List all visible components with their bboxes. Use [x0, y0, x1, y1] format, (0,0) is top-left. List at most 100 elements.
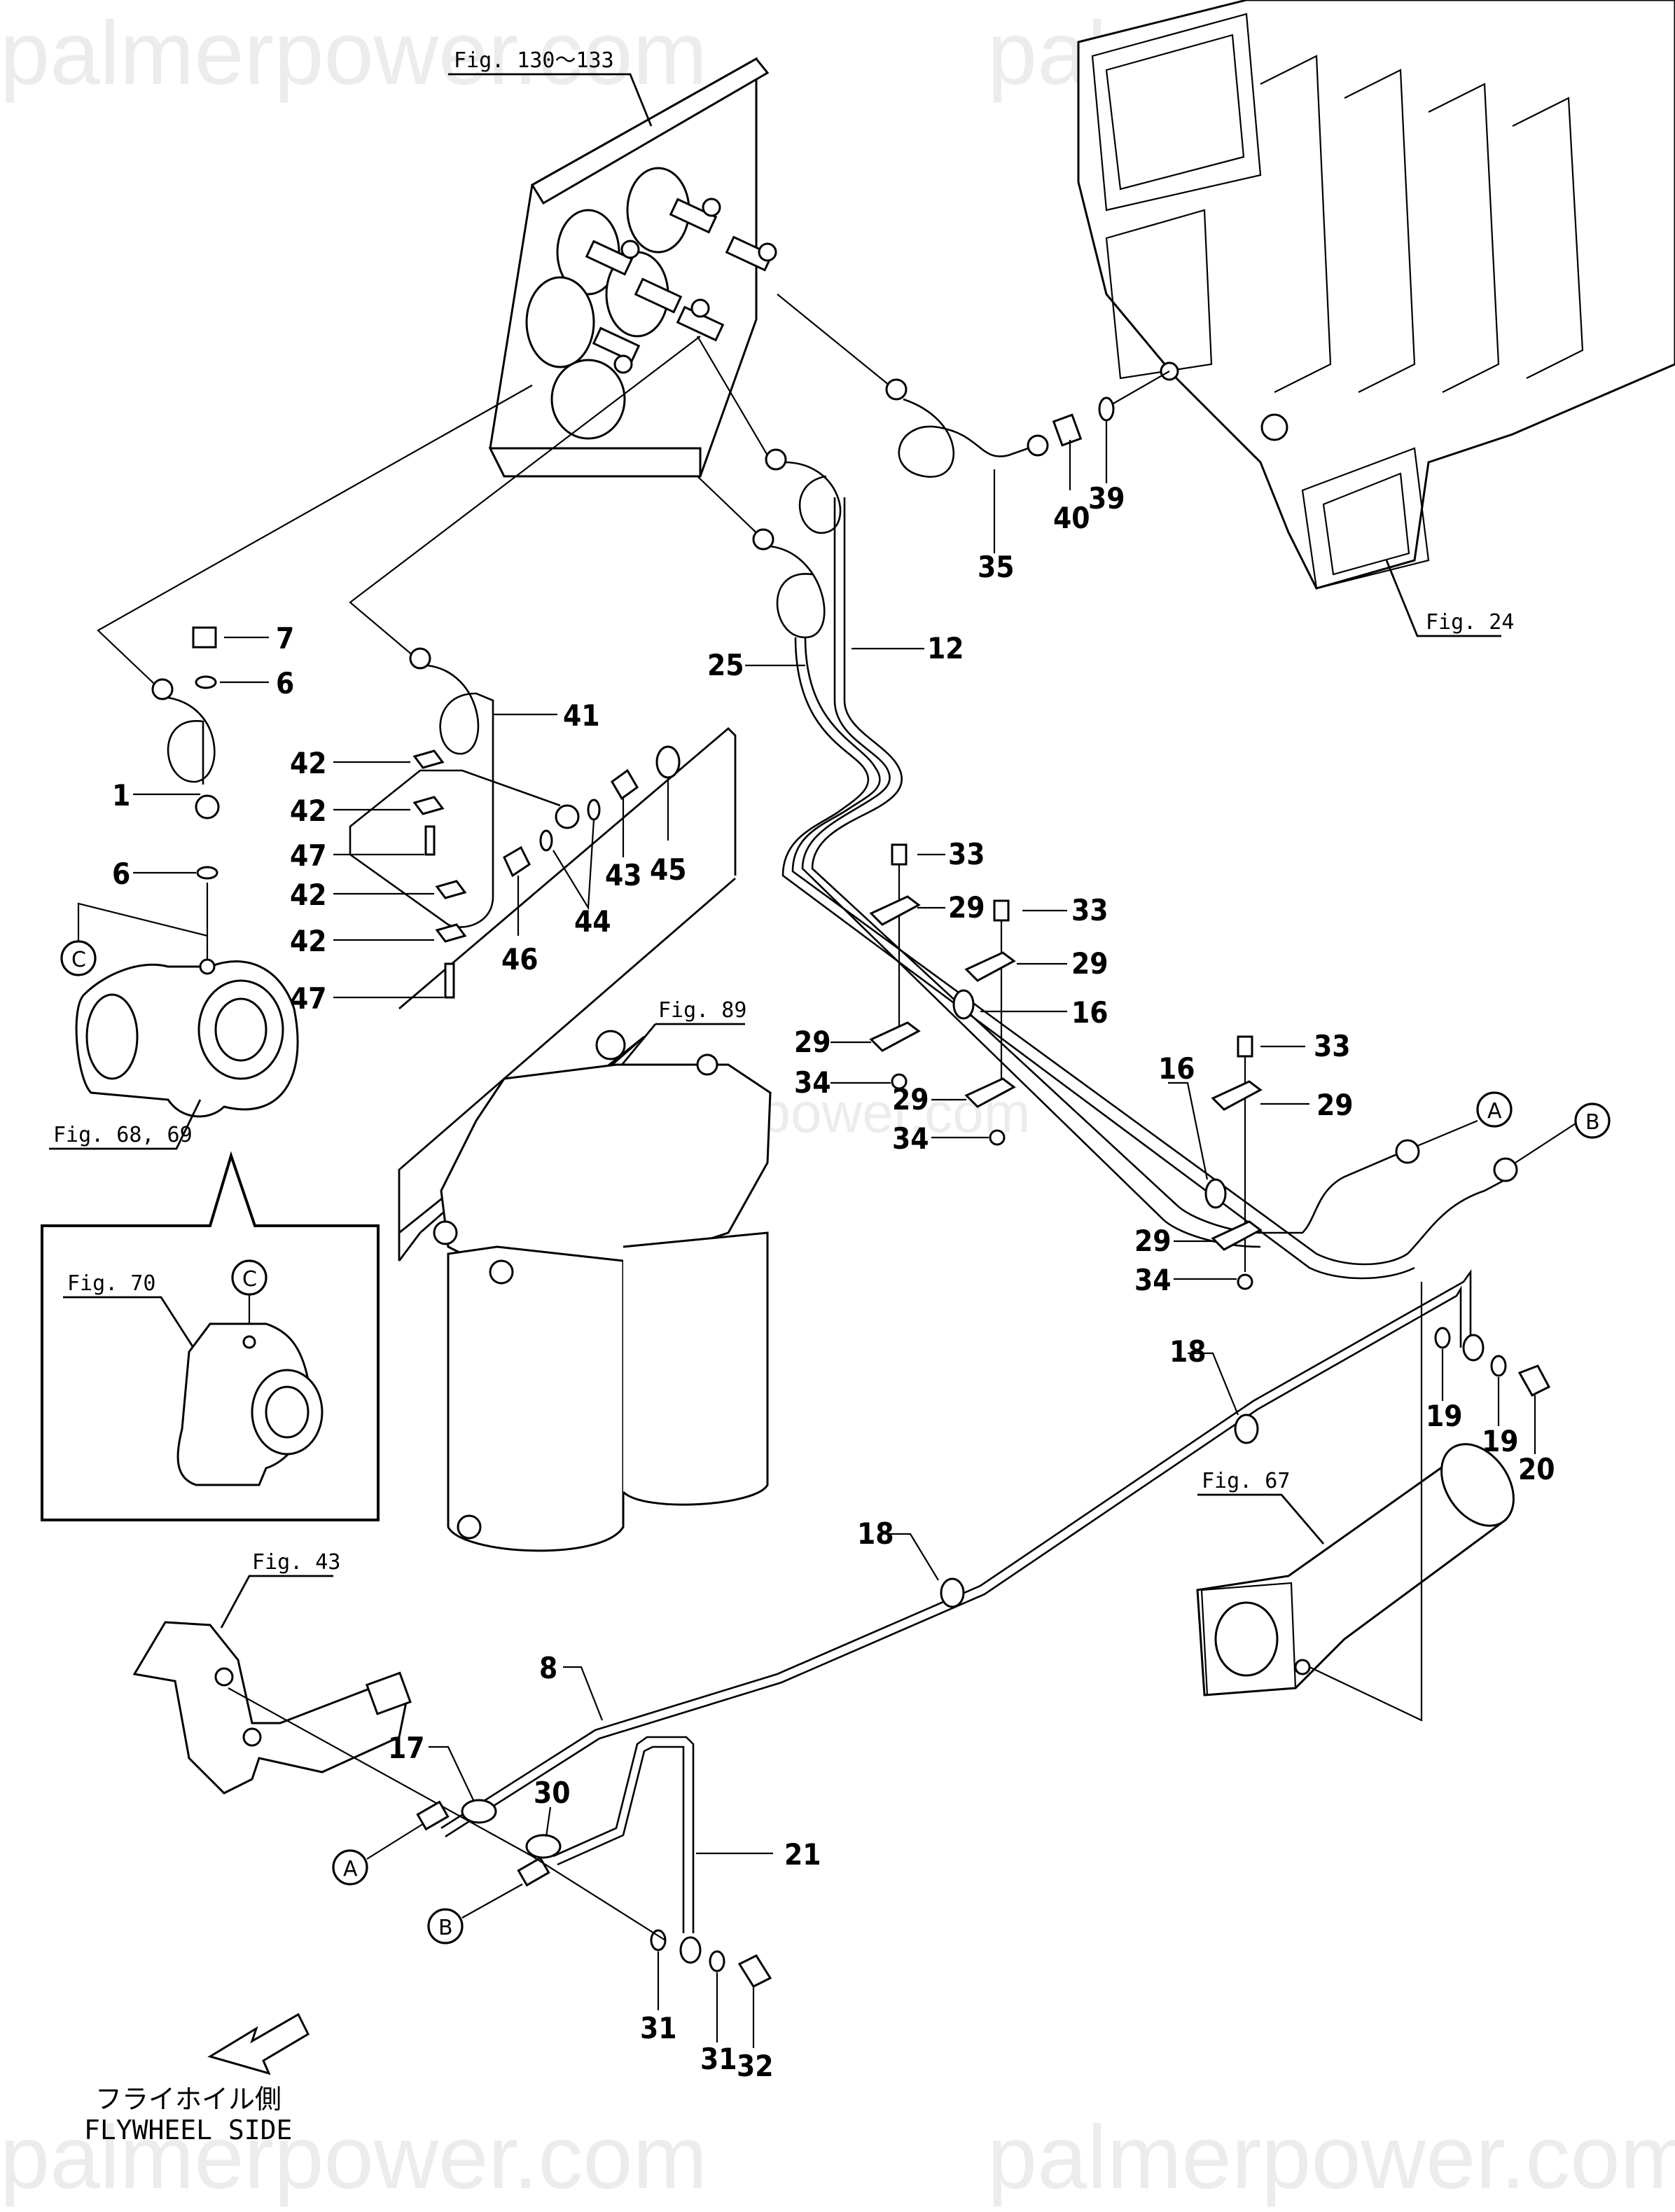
watermark-top-left: palmerpower.com [0, 4, 707, 104]
bolt-47 [444, 962, 455, 999]
callout-20: 20 [1518, 1452, 1555, 1486]
pipe-41-assembly: 41 42 42 47 42 42 47 46 44 43 45 [290, 336, 737, 1016]
callout-33: 33 [948, 837, 985, 871]
clamp-42 [435, 923, 467, 943]
manifold-outlet-flange [1301, 447, 1430, 590]
flywheel-direction-arrow [207, 2012, 310, 2075]
marker-a-label: A [1487, 1099, 1502, 1124]
washer-19 [1490, 1355, 1507, 1377]
pipe-21-route [552, 1736, 695, 1933]
clamp-29 [869, 895, 921, 926]
figure-ref-label: Fig. 43 [252, 1550, 340, 1575]
marker-c-label: C [242, 1267, 257, 1292]
bracket-30 [525, 1834, 562, 1859]
callout-42: 42 [290, 924, 327, 958]
marker-a-label: A [343, 1857, 358, 1881]
callout-45: 45 [650, 852, 687, 887]
banjo-fitting [555, 804, 580, 829]
pipe-12-coil [784, 461, 842, 534]
clamp-set-3: 33 29 29 34 [1134, 1029, 1354, 1297]
pipe-35-assembly: 35 40 39 [777, 293, 1170, 584]
tube-flange [1200, 1582, 1297, 1696]
pipe-1-assembly: 7 6 1 6 [97, 385, 533, 995]
callout-12: 12 [927, 631, 964, 665]
clamp-set-2: 33 29 29 34 [892, 893, 1108, 1156]
caption-english: FLYWHEEL SIDE [84, 2115, 292, 2145]
callout-43: 43 [605, 858, 642, 892]
figure-ref-label: Fig. 70 [67, 1271, 155, 1296]
clamp-42 [412, 796, 445, 815]
callout-16: 16 [1071, 995, 1108, 1030]
bracket-16 [1204, 1178, 1227, 1209]
banjo-fitting [195, 794, 220, 820]
callout-29: 29 [1071, 946, 1108, 981]
figure-ref-label: Fig. 89 [658, 998, 746, 1023]
marker-b-label: B [438, 1916, 453, 1940]
callout-29: 29 [1316, 1088, 1354, 1122]
orientation-indicator: フライホイル側 FLYWHEEL SIDE [84, 2012, 310, 2145]
fitting-b [517, 1856, 550, 1887]
marker-b [1574, 1102, 1611, 1139]
pipe-nut [885, 378, 908, 401]
callout-35: 35 [978, 550, 1015, 584]
washer-19 [1434, 1327, 1451, 1349]
callout-21: 21 [784, 1837, 821, 1872]
bracket-18 [1234, 1413, 1259, 1444]
marker-b-label: B [1585, 1110, 1600, 1135]
clamp-42 [412, 749, 445, 769]
callout-32: 32 [737, 2049, 774, 2083]
callout-34: 34 [892, 1121, 929, 1156]
marker-a [332, 1849, 368, 1886]
manifold-bracket [1105, 209, 1213, 380]
gauge-fittings [585, 198, 777, 374]
fitting-40 [1052, 413, 1083, 447]
callout-34: 34 [794, 1065, 831, 1100]
callout-29: 29 [948, 890, 985, 925]
filter-canister-left [447, 1245, 625, 1552]
inset-frame [41, 1151, 380, 1521]
callout-17: 17 [388, 1731, 425, 1765]
callout-29: 29 [892, 1082, 929, 1117]
figure-ref-24: Fig. 24 [1385, 560, 1514, 637]
connection-markers-right: A B [1476, 1091, 1611, 1139]
callout-29: 29 [794, 1025, 831, 1059]
pipe-1-coil [167, 696, 216, 784]
bolt-47 [424, 825, 436, 856]
figure-ref-label: Fig. 24 [1426, 610, 1514, 635]
callout-7: 7 [276, 621, 294, 656]
bolt-32 [737, 1954, 772, 1988]
pipes-12-25: 12 25 [697, 336, 1576, 1280]
callout-16: 16 [1158, 1051, 1195, 1086]
bolt-33 [891, 843, 908, 866]
callout-42: 42 [290, 746, 327, 780]
washer-44 [539, 829, 553, 852]
pipe-25-coil [770, 545, 826, 639]
marker-a [1476, 1091, 1513, 1128]
caption-japanese: フライホイル側 [95, 2084, 282, 2115]
fig-43-housing: Fig. 43 [132, 1550, 533, 1857]
callout-34: 34 [1134, 1263, 1172, 1297]
washer-44 [587, 799, 601, 821]
callout-6: 6 [112, 857, 130, 891]
callout-19: 19 [1426, 1399, 1463, 1433]
callout-29: 29 [1134, 1224, 1172, 1258]
marker-b [427, 1908, 464, 1944]
bolt-46 [503, 845, 531, 878]
callout-44: 44 [574, 904, 611, 939]
figure-ref-label: Fig. 130～133 [454, 48, 614, 73]
clamp-set-1: 33 29 29 34 [794, 837, 985, 1100]
callout-40: 40 [1053, 501, 1090, 535]
gauge-dial-5 [550, 359, 626, 440]
bracket-17 [461, 1799, 497, 1824]
bolt-20 [1517, 1364, 1551, 1397]
callout-6: 6 [276, 666, 294, 700]
callout-42: 42 [290, 878, 327, 912]
figure-ref-130-133: Fig. 130～133 [448, 48, 653, 127]
adapter-43 [611, 768, 639, 801]
clamp-hardware: 33 29 29 34 33 29 29 34 [794, 837, 1354, 1297]
washer-6 [195, 675, 217, 689]
callout-30: 30 [534, 1776, 571, 1810]
pipe-12-route [811, 497, 1404, 1234]
